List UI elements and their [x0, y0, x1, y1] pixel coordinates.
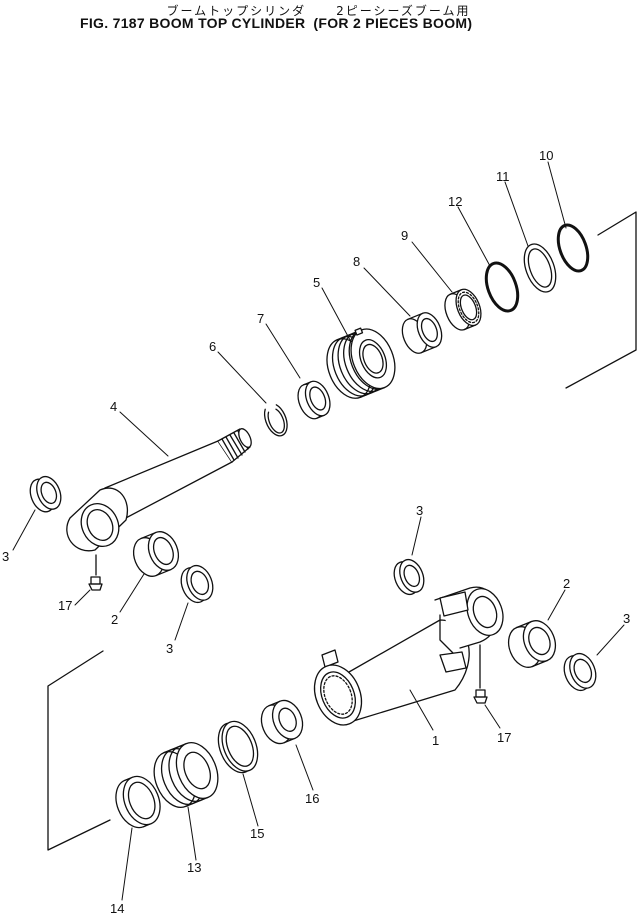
- callout-numbers: 10 11 12 9 8 5 7 6 4 3 17 2 3 3 2 3 1 17…: [2, 148, 630, 914]
- part-3-bushing-upper-left: [29, 475, 62, 513]
- part-7-washer: [297, 380, 331, 420]
- part-12-o-ring: [484, 261, 520, 313]
- part-17-grease-fitting-left: [88, 554, 103, 591]
- figure-title-sub: (FOR 2 PIECES BOOM): [313, 15, 473, 31]
- callout-11: 11: [496, 169, 510, 184]
- figure-title-main: FIG. 7187 BOOM TOP CYLINDER: [80, 15, 306, 31]
- part-2-bushing-left: [132, 531, 180, 577]
- part-10-o-ring: [556, 223, 590, 273]
- callout-7: 7: [257, 311, 264, 326]
- part-9-bearing: [444, 288, 482, 331]
- title-jp-main: ブームトップシリンダ: [166, 4, 307, 18]
- part-4-piston-rod: [66, 428, 252, 552]
- part-6-snap-ring: [263, 404, 288, 437]
- callout-3-upper-left: 3: [2, 549, 9, 564]
- part-16-nut: [260, 699, 304, 745]
- callout-2-right: 2: [563, 576, 570, 591]
- part-5-cylinder-head: [326, 327, 396, 399]
- callout-12: 12: [448, 194, 462, 209]
- bracket-line-upper: [565, 211, 637, 389]
- callout-3-right: 3: [623, 611, 630, 626]
- callout-17-right: 17: [497, 730, 511, 745]
- part-11-backup-ring: [523, 243, 557, 293]
- callout-17-left: 17: [58, 598, 72, 613]
- part-2-bushing-right: [507, 620, 557, 668]
- part-1-cylinder-tube: [313, 586, 504, 726]
- callout-1: 1: [432, 733, 439, 748]
- callout-13: 13: [187, 860, 201, 875]
- part-3-seal-lower-left: [180, 564, 214, 604]
- title-jp-sub: 2ピーシーズブーム用: [336, 4, 471, 18]
- part-15-ring: [217, 720, 259, 774]
- callout-3-center: 3: [416, 503, 423, 518]
- part-17-grease-fitting-right: [473, 644, 488, 704]
- callout-9: 9: [401, 228, 408, 243]
- callout-8: 8: [353, 254, 360, 269]
- callout-15: 15: [250, 826, 264, 841]
- callout-2-left: 2: [111, 612, 118, 627]
- figure-title: FIG. 7187 BOOM TOP CYLINDER (FOR 2 PIECES…: [80, 15, 472, 31]
- part-3-seal-right: [563, 652, 597, 692]
- part-8-bushing: [401, 312, 443, 354]
- callout-16: 16: [305, 791, 319, 806]
- callout-4: 4: [110, 399, 117, 414]
- leader-lines: [12, 161, 625, 901]
- part-13-piston: [153, 742, 219, 808]
- part-3-seal-center: [393, 558, 425, 596]
- callout-14: 14: [110, 901, 124, 914]
- callout-6: 6: [209, 339, 216, 354]
- title-japanese: ブームトップシリンダ 2ピーシーズブーム用: [0, 2, 637, 19]
- callout-3-lower-left: 3: [166, 641, 173, 656]
- part-14-seal: [115, 775, 161, 829]
- callout-5: 5: [313, 275, 320, 290]
- bracket-line-lower: [47, 650, 111, 851]
- callout-10: 10: [539, 148, 553, 163]
